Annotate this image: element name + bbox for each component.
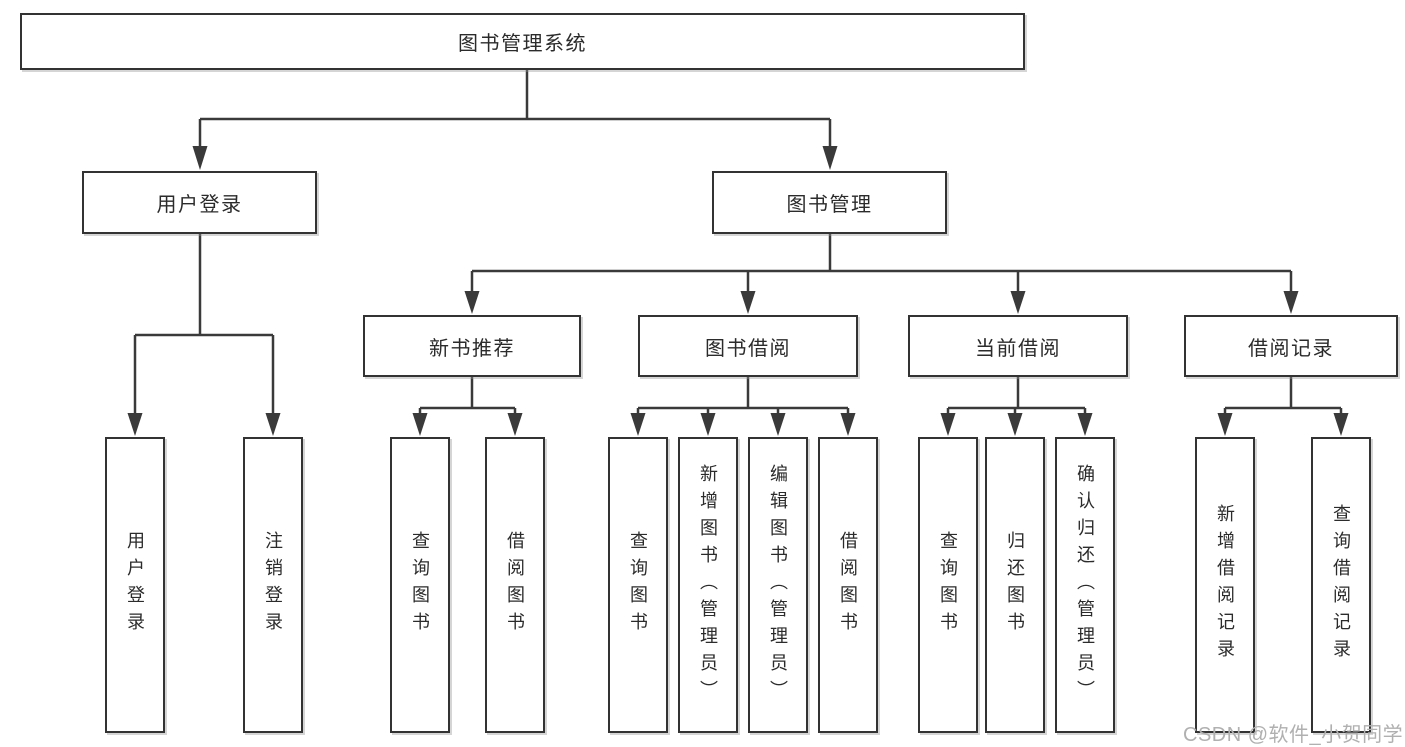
node-edit-books-admin: 编辑图书（管理员） [748, 437, 808, 733]
node-logout: 注销登录 [243, 437, 303, 733]
node-return-books: 归还图书 [985, 437, 1045, 733]
watermark-csdn: CSDN @软件_小贺同学 [1183, 724, 1404, 746]
node-query-books-borrow: 查询图书 [608, 437, 668, 733]
node-add-borrow-record: 新增借阅记录 [1195, 437, 1255, 733]
node-borrow-records: 借阅记录 [1184, 315, 1398, 377]
node-user-login: 用户登录 [105, 437, 165, 733]
node-query-books-current: 查询图书 [918, 437, 978, 733]
node-borrow-books-recommend: 借阅图书 [485, 437, 545, 733]
node-book-borrow: 图书借阅 [638, 315, 858, 377]
node-add-books-admin: 新增图书（管理员） [678, 437, 738, 733]
node-query-books-recommend: 查询图书 [390, 437, 450, 733]
node-user-login-group: 用户登录 [82, 171, 317, 234]
node-query-borrow-record: 查询借阅记录 [1311, 437, 1371, 733]
node-library-management-system: 图书管理系统 [20, 13, 1025, 70]
node-current-borrow: 当前借阅 [908, 315, 1128, 377]
node-book-management: 图书管理 [712, 171, 947, 234]
node-new-book-recommend: 新书推荐 [363, 315, 581, 377]
node-confirm-return-admin: 确认归还（管理员） [1055, 437, 1115, 733]
node-borrow-books: 借阅图书 [818, 437, 878, 733]
